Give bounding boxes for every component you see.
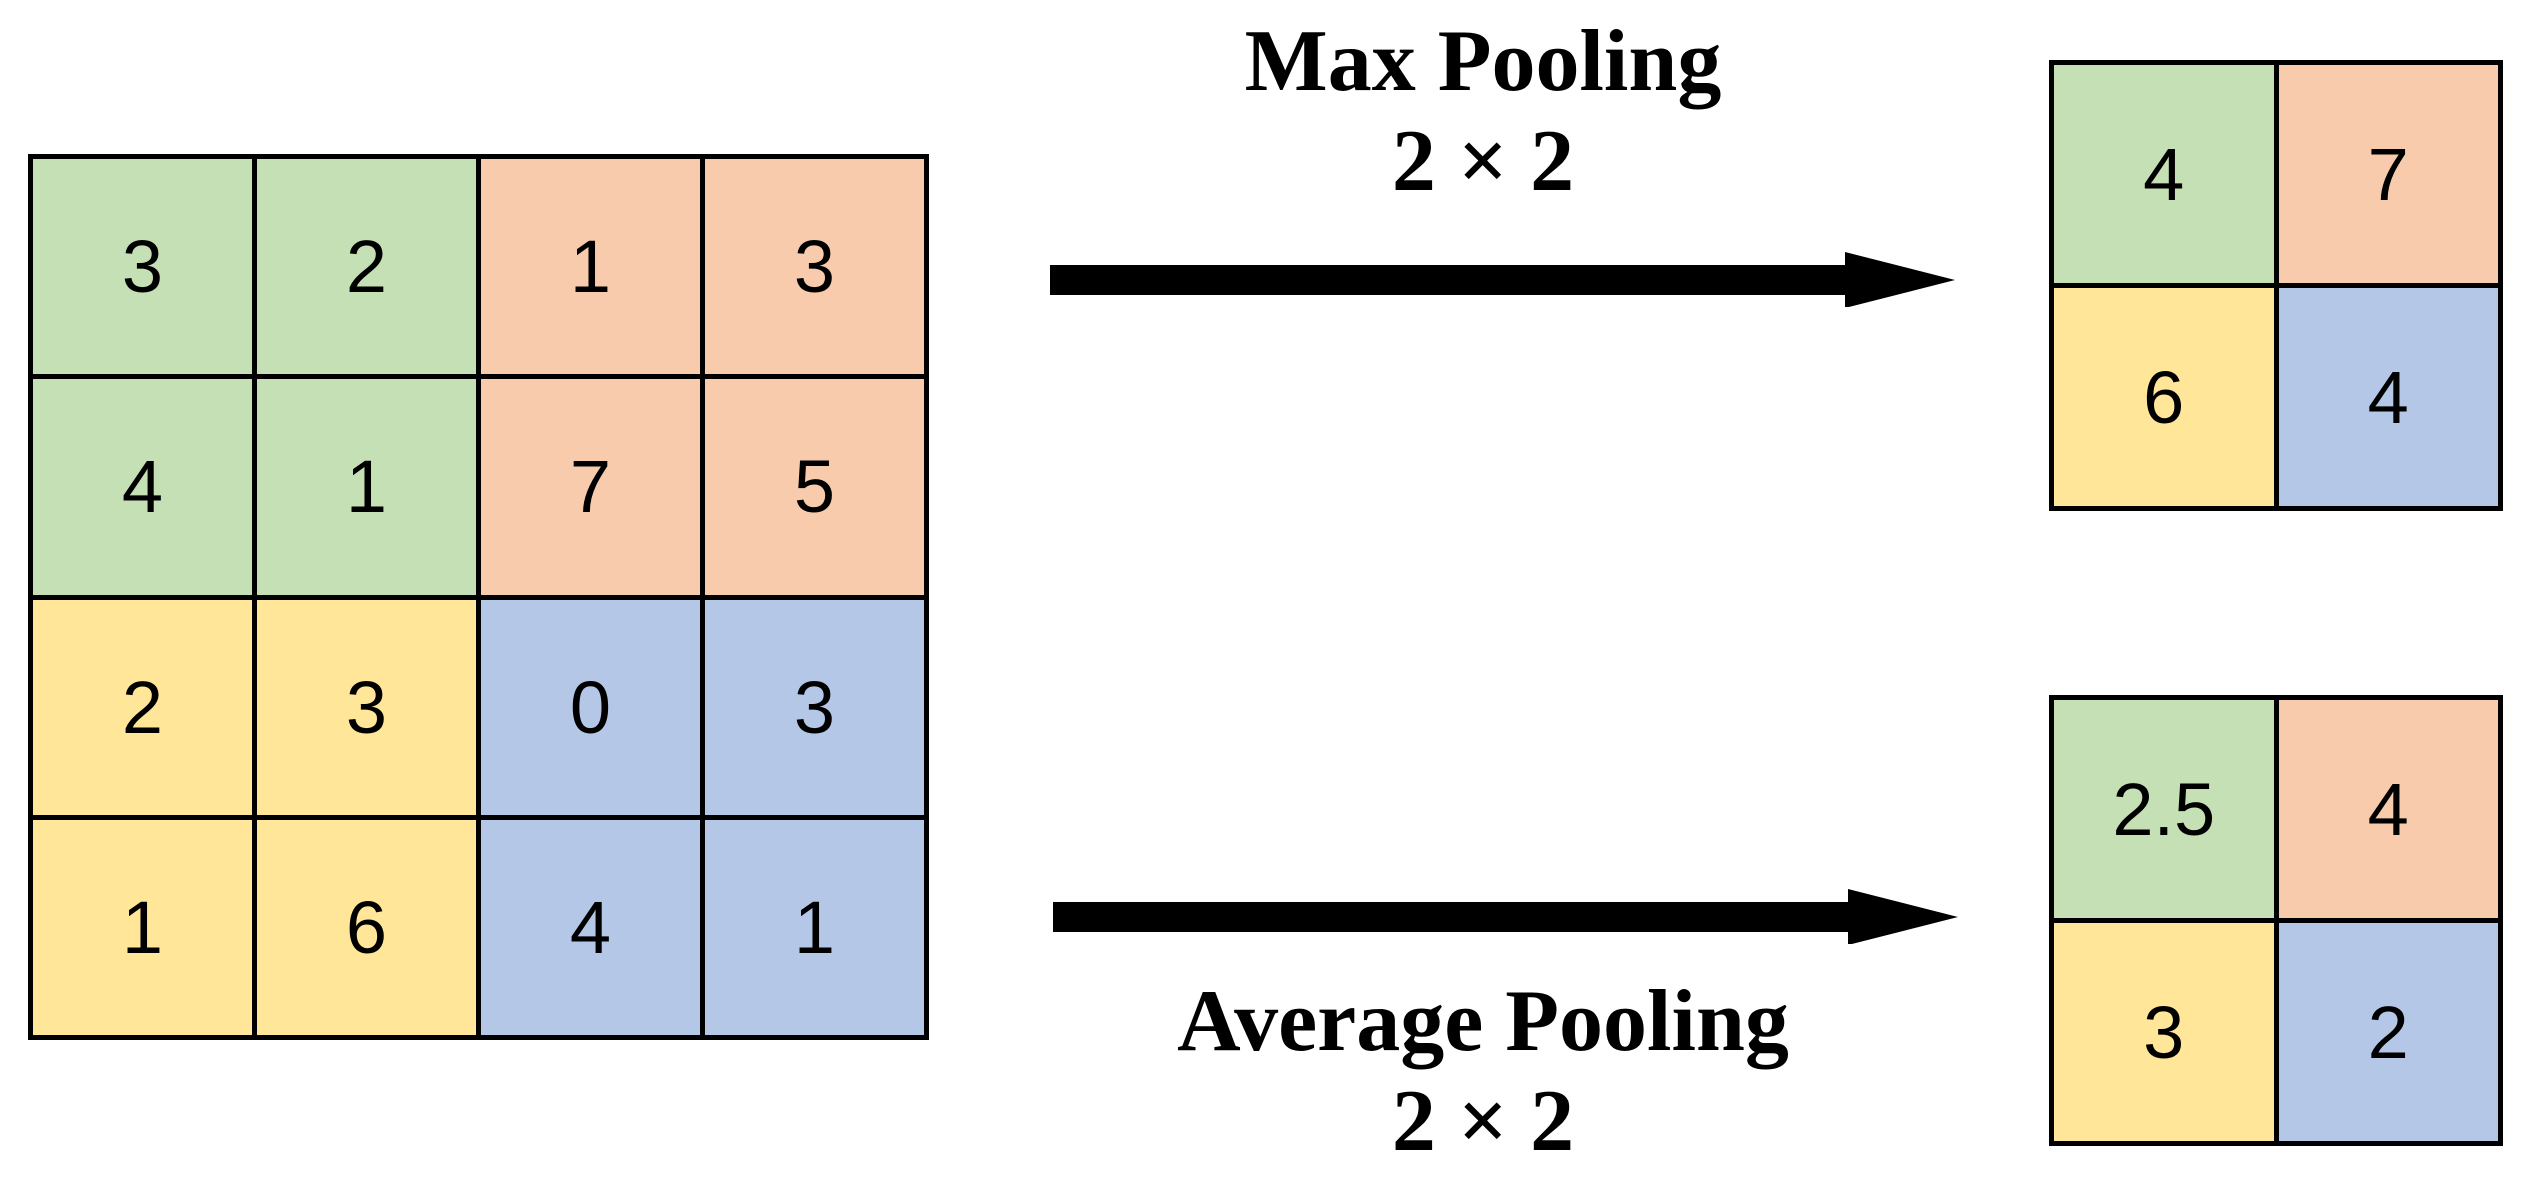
max-pooling-size: 2 × 2: [1391, 113, 1575, 210]
matrix-cell: 4: [33, 379, 252, 595]
average-pooling-arrow-icon: [1053, 889, 1958, 944]
max-pooling-arrow-icon: [1050, 252, 1955, 307]
matrix-cell: 2: [257, 159, 476, 375]
matrix-cell: 1: [481, 159, 700, 375]
matrix-cell: 4: [2278, 288, 2498, 506]
matrix-cell: 3: [705, 159, 924, 375]
max-pooling-title: Max Pooling: [1244, 13, 1722, 110]
max-pooling-label: Max Pooling 2 × 2: [1133, 12, 1833, 212]
matrix-cell: 1: [705, 819, 924, 1035]
average-pooling-title: Average Pooling: [1177, 973, 1789, 1070]
matrix-cell: 3: [257, 599, 476, 815]
matrix-cell: 6: [257, 819, 476, 1035]
matrix-cell: 3: [2054, 923, 2274, 1141]
matrix-cell: 6: [2054, 288, 2274, 506]
average-pooling-label: Average Pooling 2 × 2: [1133, 972, 1833, 1172]
matrix-cell: 7: [481, 379, 700, 595]
matrix-cell: 2.5: [2054, 700, 2274, 918]
matrix-cell: 1: [257, 379, 476, 595]
average-pooling-size: 2 × 2: [1391, 1073, 1575, 1170]
matrix-cell: 2: [2278, 923, 2498, 1141]
matrix-cell: 2: [33, 599, 252, 815]
matrix-cell: 3: [705, 599, 924, 815]
matrix-cell: 5: [705, 379, 924, 595]
matrix-cell: 3: [33, 159, 252, 375]
matrix-cell: 1: [33, 819, 252, 1035]
matrix-cell: 4: [2054, 65, 2274, 283]
matrix-cell: 0: [481, 599, 700, 815]
matrix-cell: 4: [481, 819, 700, 1035]
matrix-cell: 4: [2278, 700, 2498, 918]
matrix-cell: 7: [2278, 65, 2498, 283]
